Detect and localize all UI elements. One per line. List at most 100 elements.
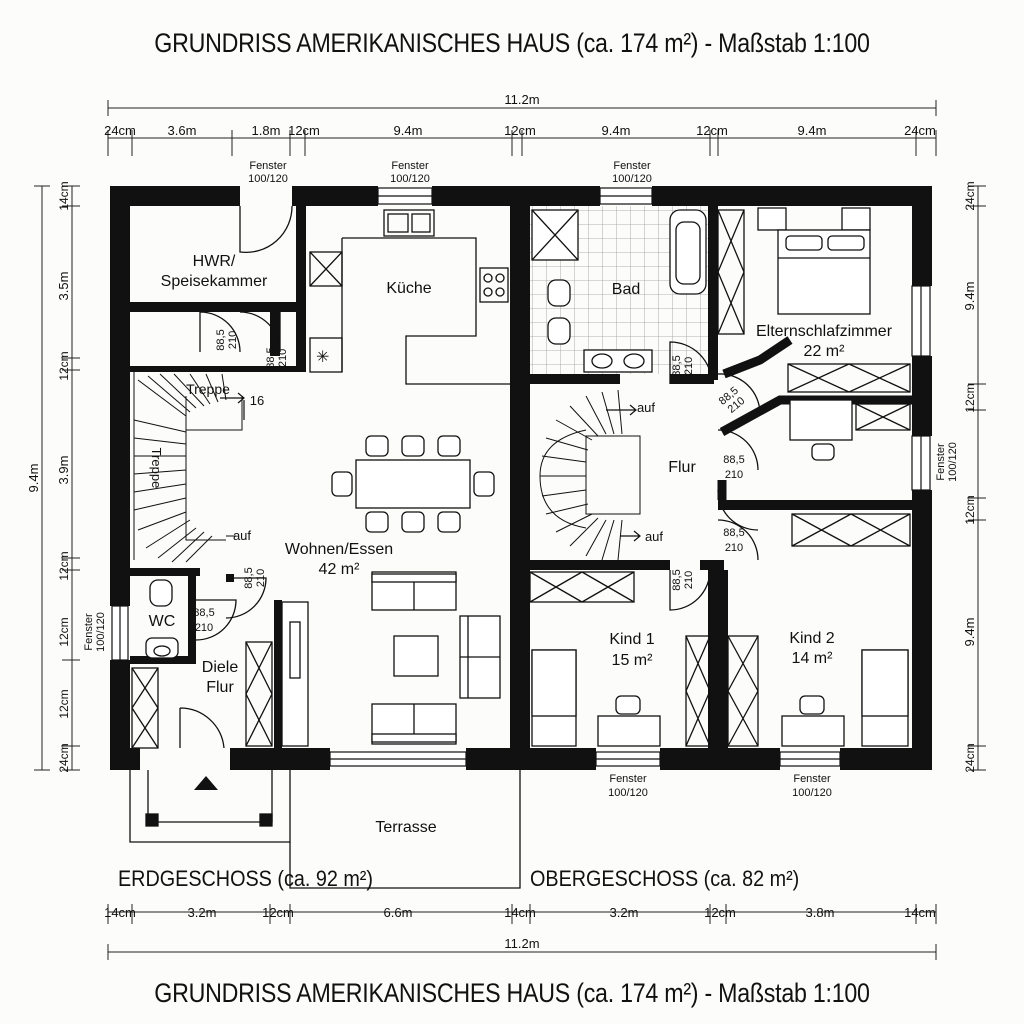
dim-bottom-seg: 14cm [104, 905, 136, 920]
window-size: 100/120 [95, 612, 107, 652]
porch [129, 770, 521, 889]
room-label-terrasse: Terrasse [375, 819, 436, 836]
arrow-icon [220, 392, 245, 404]
window-label: Fenster [613, 160, 651, 172]
dim-top-seg: 1.8m [252, 123, 281, 138]
dim-left-seg: 24cm [57, 743, 71, 772]
door-label: 88,5 [243, 567, 255, 588]
door-label: 88,5 [265, 347, 277, 368]
window-label: Fenster [793, 773, 831, 785]
window-label: Fenster [391, 160, 429, 172]
room-label-kind2: Kind 2 [789, 630, 834, 647]
arrow-icon [606, 404, 637, 416]
room-label-diele-flur: Flur [206, 679, 234, 696]
door-label: 210 [195, 622, 213, 634]
room-label-wc: WC [149, 613, 176, 630]
room-label-treppe-side: Treppe [149, 448, 164, 489]
bathroom-fixtures [531, 209, 707, 373]
dining-set [331, 435, 495, 533]
dimension-lines [34, 100, 986, 960]
dim-top-seg: 12cm [504, 123, 536, 138]
door-label: 210 [683, 571, 695, 589]
stair-up-label: auf [645, 529, 663, 544]
dim-bottom-seg: 12cm [704, 905, 736, 920]
door-label: 88,5 [723, 527, 744, 539]
dim-bottom-seg: 3.2m [188, 905, 217, 920]
room-label-kind1-area: 15 m² [612, 652, 654, 669]
door-label: 210 [277, 349, 289, 367]
dim-left-seg: 12cm [57, 617, 71, 646]
dim-right-seg: 9.4m [962, 282, 977, 311]
door-label: 210 [683, 357, 695, 375]
stairs-ground [133, 372, 245, 563]
page-title-top: GRUNDRISS AMERIKANISCHES HAUS (ca. 174 m… [154, 28, 870, 58]
room-label-kueche: Küche [386, 280, 431, 297]
door-label: 210 [725, 542, 743, 554]
door-label: 210 [725, 469, 743, 481]
dim-bottom-seg: 3.2m [610, 905, 639, 920]
door-label: 88,5 [671, 355, 683, 376]
kitchen-fixtures [309, 209, 512, 385]
arrow-icon [620, 530, 641, 542]
room-label-wohnen-area: 42 m² [319, 561, 361, 578]
window-size: 100/120 [248, 173, 288, 185]
dim-bottom-seg: 6.6m [384, 905, 413, 920]
door-label: 210 [227, 331, 239, 349]
floor-label-erdgeschoss: ERDGESCHOSS (ca. 92 m²) [118, 867, 373, 891]
door-label: 88,5 [671, 569, 683, 590]
windows [111, 187, 931, 767]
window-size: 100/120 [792, 787, 832, 799]
dim-top-seg: 3.6m [168, 123, 197, 138]
dim-top-seg: 24cm [104, 123, 136, 138]
room-label-eltern-area: 22 m² [804, 343, 846, 360]
asterisk-icon: ✳ [316, 349, 329, 366]
dim-right-seg: 24cm [963, 743, 977, 772]
dim-left-seg: 3.9m [56, 456, 71, 485]
room-label-flur: Flur [668, 459, 696, 476]
dim-bottom-total: 11.2m [504, 936, 539, 951]
dim-bottom-seg: 14cm [904, 905, 936, 920]
dim-right-seg: 12cm [963, 495, 977, 524]
dim-top-seg: 9.4m [602, 123, 631, 138]
room-label-bad: Bad [612, 281, 640, 298]
dim-top-seg: 24cm [904, 123, 936, 138]
wc-fixtures [145, 579, 179, 659]
dim-left-seg: 12cm [57, 351, 71, 380]
dim-top-seg: 12cm [696, 123, 728, 138]
dim-left-seg: 12cm [57, 689, 71, 718]
room-label-treppe: Treppe [186, 381, 230, 397]
dim-right-seg: 9.4m [962, 618, 977, 647]
window-label: Fenster [609, 773, 647, 785]
dim-right-seg: 24cm [963, 181, 977, 210]
dim-top-total: 11.2m [504, 92, 539, 107]
room-label-speisekammer: Speisekammer [161, 273, 268, 290]
room-label-wohnen: Wohnen/Essen [285, 541, 393, 558]
dim-right-seg: 12cm [963, 383, 977, 412]
dim-top-seg: 9.4m [798, 123, 827, 138]
doors [179, 205, 761, 749]
dim-left-seg: 12cm [57, 551, 71, 580]
dim-left-total: 9.4m [26, 464, 41, 493]
stair-up-label: auf [233, 528, 251, 543]
door-label: 88,5 [193, 607, 214, 619]
bedroom-furniture [757, 207, 871, 461]
dim-left-seg: 3.5m [56, 272, 71, 301]
wardrobes [131, 209, 911, 749]
stair-up-label: auf [637, 400, 655, 415]
page-title-bottom: GRUNDRISS AMERIKANISCHES HAUS (ca. 174 m… [154, 978, 870, 1008]
window-size: 100/120 [390, 173, 430, 185]
room-label-diele: Diele [202, 659, 239, 676]
stair-step-count: 16 [250, 393, 264, 408]
entrance-arrow-icon [194, 776, 218, 790]
dim-top-seg: 9.4m [394, 123, 423, 138]
door-label: 88,5 [723, 454, 744, 466]
room-label-kind1: Kind 1 [609, 631, 654, 648]
angled-walls [717, 336, 912, 500]
window-size: 100/120 [608, 787, 648, 799]
room-label-eltern: Elternschlafzimmer [756, 323, 893, 340]
door-label: 88,5 [215, 329, 227, 350]
dim-bottom-seg: 12cm [262, 905, 294, 920]
window-size: 100/120 [947, 442, 959, 482]
window-label: Fenster [83, 613, 95, 651]
